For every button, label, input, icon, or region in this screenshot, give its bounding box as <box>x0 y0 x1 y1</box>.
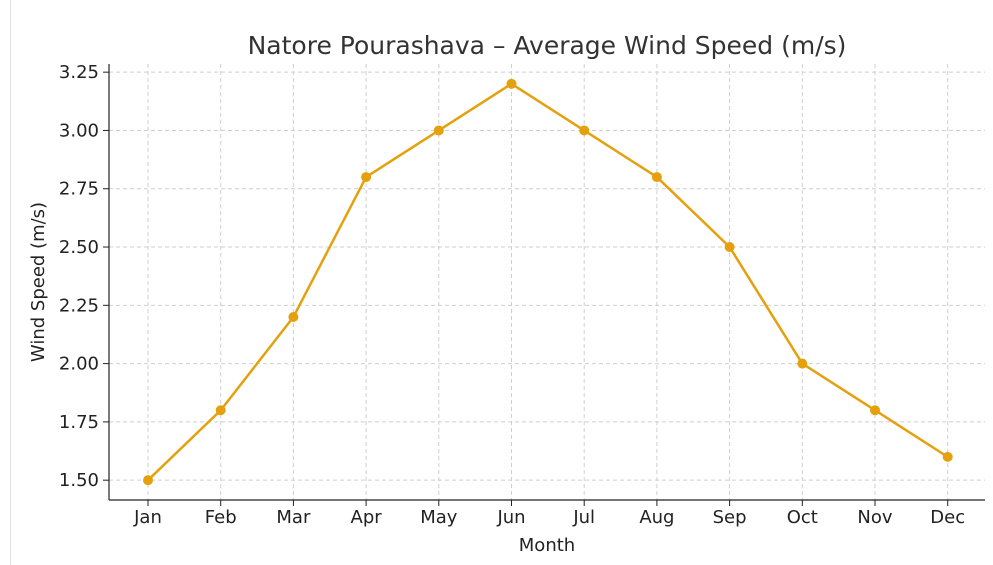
x-tick-label: Sep <box>713 507 747 528</box>
axes <box>108 64 985 501</box>
x-tick-label: Feb <box>205 507 237 528</box>
data-points <box>143 78 953 486</box>
series-line <box>147 82 949 482</box>
data-point <box>942 451 953 462</box>
data-point <box>870 405 880 416</box>
chart-title: Natore Pourashava – Average Wind Speed (… <box>248 31 847 60</box>
x-tick-label: Mar <box>276 507 311 528</box>
y-axis-label: Wind Speed (m/s) <box>28 202 49 362</box>
grid <box>109 64 985 500</box>
data-point <box>143 475 153 486</box>
data-point <box>506 78 517 89</box>
data-point <box>288 311 299 322</box>
x-tick-label: Jun <box>496 507 525 528</box>
chart-frame <box>10 0 993 565</box>
x-tick-label: Dec <box>930 507 965 528</box>
x-tick-label: May <box>420 507 458 528</box>
y-tick-label: 3.00 <box>59 120 99 141</box>
data-point <box>433 125 444 136</box>
y-tick-label: 3.25 <box>59 62 99 83</box>
x-tick-label: Jul <box>572 507 595 528</box>
data-point <box>724 242 735 253</box>
x-tick-label: Oct <box>787 507 818 528</box>
y-tick-label: 1.75 <box>59 412 99 433</box>
data-point <box>361 172 372 183</box>
y-tick-label: 2.75 <box>59 179 99 200</box>
x-tick-label: Jan <box>133 507 162 528</box>
y-tick-label: 2.50 <box>59 237 99 258</box>
x-tick-label: Apr <box>351 507 383 528</box>
data-point <box>797 358 808 369</box>
x-tick-label: Aug <box>639 507 674 528</box>
data-point <box>215 405 226 416</box>
y-ticks: 1.50 1.75 2.00 2.25 2.50 2.75 3.00 3.25 <box>59 62 109 491</box>
y-tick-label: 2.25 <box>59 295 99 316</box>
data-point <box>651 172 662 183</box>
x-ticks: Jan Feb Mar Apr May Jun Jul Aug Sep Oct Nov Dec <box>133 500 965 528</box>
data-point <box>579 125 590 136</box>
x-tick-label: Nov <box>857 507 892 528</box>
x-axis-label: Month <box>519 535 575 556</box>
y-tick-label: 1.50 <box>59 470 99 491</box>
y-tick-label: 2.00 <box>59 354 99 375</box>
